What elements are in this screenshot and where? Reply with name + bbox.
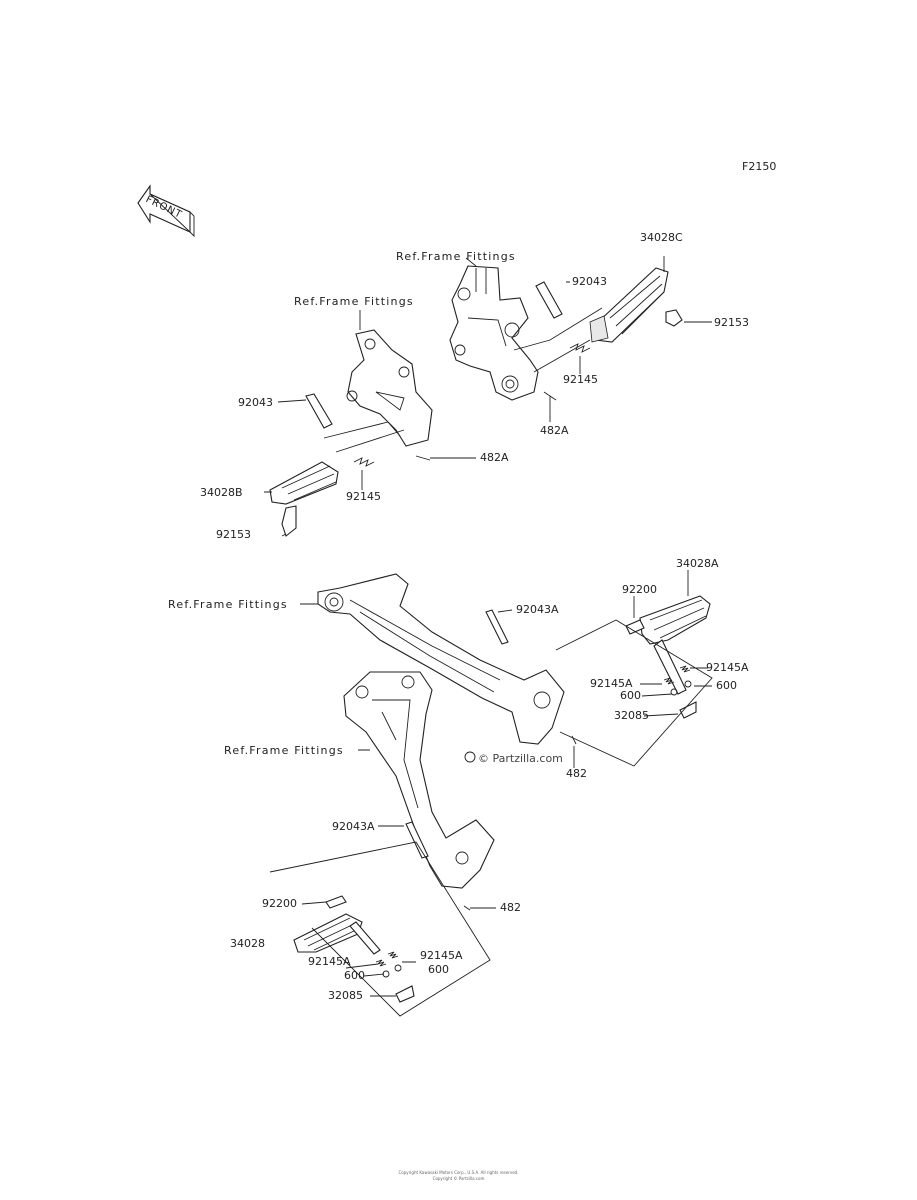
lower-left-detent bbox=[395, 985, 415, 1003]
lower-left-pin bbox=[405, 821, 429, 859]
upper-left-pin bbox=[305, 393, 333, 429]
lower-left-springs bbox=[375, 951, 402, 978]
upper-left-clip bbox=[415, 455, 431, 461]
lower-left-spring-right-label: 92145A bbox=[420, 949, 463, 962]
lower-right-plate bbox=[625, 619, 645, 635]
upper-right-clip-label: 482A bbox=[540, 424, 569, 437]
lower-left-plate bbox=[325, 895, 347, 909]
lower-right-pin-label: 92043A bbox=[516, 603, 559, 616]
lower-left-pin-label: 92043A bbox=[332, 820, 375, 833]
upper-left-bracket bbox=[346, 329, 433, 447]
upper-left-spring-label: 92145 bbox=[346, 490, 381, 503]
lower-right-plate-label: 92200 bbox=[622, 583, 657, 596]
lower-right-spring-left-label: 92145A bbox=[590, 677, 633, 690]
upper-left-footpeg bbox=[269, 461, 339, 505]
upper-right-bracket bbox=[449, 265, 539, 401]
copyright-line-2: Copyright © Partzilla.com bbox=[432, 1176, 485, 1181]
lower-left-clip-label: 482 bbox=[500, 901, 521, 914]
upper-right-bolt-label: 92153 bbox=[714, 316, 749, 329]
lower-right-detent bbox=[679, 701, 697, 719]
lower-right-clip-label: 482 bbox=[566, 767, 587, 780]
lower-left-ball-left-label: 600 bbox=[344, 969, 365, 982]
upper-right-footpeg-label: 34028C bbox=[640, 231, 683, 244]
upper-left-footpeg-label: 34028B bbox=[200, 486, 243, 499]
upper-right-pin-label: 92043 bbox=[572, 275, 607, 288]
lower-right-ref-label: Ref.Frame Fittings bbox=[168, 598, 288, 611]
lower-left-footpeg bbox=[293, 913, 381, 955]
lower-right-footpeg-label: 34028A bbox=[676, 557, 719, 570]
upper-right-spring-label: 92145 bbox=[563, 373, 598, 386]
lower-left-plate-label: 92200 bbox=[262, 897, 297, 910]
lower-right-ball-left-label: 600 bbox=[620, 689, 641, 702]
upper-left-leader-lines bbox=[264, 310, 476, 537]
lower-right-detent-label: 32085 bbox=[614, 709, 649, 722]
upper-left-clip-label: 482A bbox=[480, 451, 509, 464]
upper-right-spring bbox=[569, 343, 591, 353]
lower-right-footpeg bbox=[639, 595, 711, 695]
upper-left-bolt-label: 92153 bbox=[216, 528, 251, 541]
upper-right-footpeg bbox=[589, 267, 669, 343]
upper-left-ref-label: Ref.Frame Fittings bbox=[294, 295, 414, 308]
lower-left-detent-label: 32085 bbox=[328, 989, 363, 1002]
lower-left-bracket bbox=[343, 671, 495, 889]
figure-id: F2150 bbox=[742, 160, 777, 173]
upper-left-pin-label: 92043 bbox=[238, 396, 273, 409]
upper-left-bolt bbox=[281, 505, 297, 537]
upper-right-pin bbox=[535, 281, 563, 319]
watermark-icon bbox=[464, 751, 476, 763]
upper-right-ref-label: Ref.Frame Fittings bbox=[396, 250, 516, 263]
watermark-text: © Partzilla.com bbox=[478, 752, 563, 765]
lower-right-clip bbox=[571, 735, 577, 745]
lower-left-leader-lines bbox=[269, 749, 496, 1017]
lower-right-ball-right-label: 600 bbox=[716, 679, 737, 692]
front-arrow-icon bbox=[137, 184, 195, 238]
upper-right-bolt bbox=[665, 309, 683, 327]
lower-right-pin bbox=[485, 609, 509, 645]
copyright-line-1: Copyright Kawasaki Motors Corp., U.S.A. … bbox=[398, 1170, 519, 1175]
upper-right-leader-lines bbox=[465, 256, 712, 422]
lower-left-ball-right-label: 600 bbox=[428, 963, 449, 976]
lower-right-springs bbox=[663, 665, 692, 696]
lower-left-clip bbox=[463, 905, 471, 911]
lower-left-spring-left-label: 92145A bbox=[308, 955, 351, 968]
lower-left-footpeg-label: 34028 bbox=[230, 937, 265, 950]
lower-right-leader-lines bbox=[300, 570, 713, 768]
lower-left-ref-label: Ref.Frame Fittings bbox=[224, 744, 344, 757]
lower-right-spring-right-label: 92145A bbox=[706, 661, 749, 674]
upper-left-spring bbox=[353, 457, 375, 467]
lower-right-bracket-long bbox=[317, 573, 565, 745]
